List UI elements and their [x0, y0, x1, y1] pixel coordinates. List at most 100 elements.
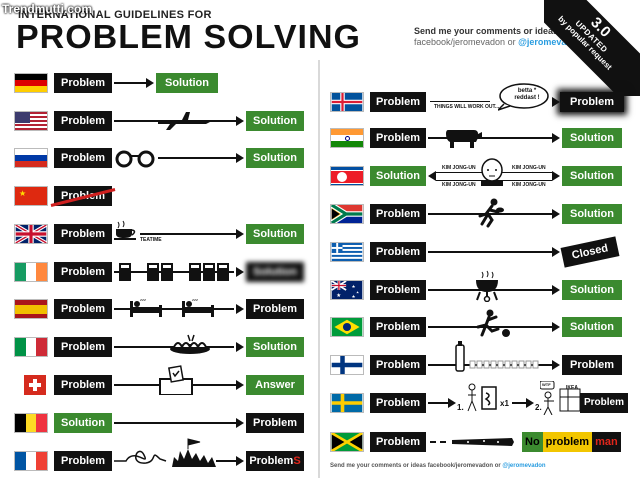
flow-line	[428, 402, 448, 404]
arrow-icon	[526, 398, 534, 408]
column-divider	[318, 60, 320, 478]
start-label: Solution	[54, 413, 112, 433]
end-label: Solution	[156, 73, 218, 93]
arrow-icon	[236, 380, 244, 390]
start-label: Solution	[370, 166, 426, 186]
end-label: Problem	[246, 299, 304, 319]
arrow-icon	[236, 153, 244, 163]
flag-jamaica	[330, 432, 364, 452]
start-label: Problem	[370, 128, 426, 148]
end-label-closed: Closed	[560, 236, 620, 268]
arrow-icon	[552, 285, 560, 295]
svg-text:zzz: zzz	[140, 297, 146, 302]
footer-handle[interactable]: @jeromevadon	[502, 463, 546, 469]
flag-ireland	[14, 262, 48, 282]
football-player-icon	[476, 309, 510, 337]
end-label: Solution	[246, 337, 304, 357]
row-belgium: Solution Problem	[14, 411, 314, 435]
flow-line	[114, 82, 146, 84]
svg-text:★: ★	[352, 294, 357, 299]
cow-icon	[446, 130, 482, 148]
end-label: Solution	[246, 148, 304, 168]
footer-or: or	[493, 463, 503, 469]
version-band: 3.0 UPDATED by popular request	[544, 0, 640, 96]
row-finland: Problem Problem	[330, 341, 630, 377]
flag-south-africa	[330, 204, 364, 224]
end-label-smoke: Problem	[560, 92, 624, 112]
handcuffs-icon	[115, 150, 155, 168]
barbecue-icon	[476, 270, 498, 302]
flag-germany	[14, 73, 48, 93]
flow-line	[428, 137, 552, 139]
arrow-icon	[236, 116, 244, 126]
arrow-icon	[552, 322, 560, 332]
flag-australia: ★ ★ ★ ★	[330, 280, 364, 300]
row-south-africa: Problem Solution	[330, 198, 630, 228]
tea-time-caption: TEATIME	[140, 237, 162, 243]
kim-caption-2: KIM JONG-UN	[442, 182, 476, 188]
row-usa: Problem Solution	[14, 109, 314, 133]
arrow-icon	[236, 342, 244, 352]
row-italy: Problem Solution	[14, 334, 314, 359]
beer-glasses-icon	[114, 263, 234, 281]
end-label: Problem	[246, 413, 304, 433]
flow-line	[428, 213, 552, 215]
problem-word: problem	[542, 432, 593, 452]
flag-usa	[14, 111, 48, 131]
footer: Send me your comments or ideas facebook/…	[330, 463, 546, 469]
arrow-left-icon	[428, 171, 436, 181]
siesta-bed-icon: zzz zzz	[114, 297, 234, 317]
flag-sweden	[330, 393, 364, 413]
start-label: Problem	[370, 242, 426, 262]
flag-north-korea	[330, 166, 364, 186]
arrow-icon	[236, 267, 244, 277]
watermark: Trendmutti.com	[2, 2, 93, 16]
flag-belgium	[14, 413, 48, 433]
start-label: Problem	[370, 280, 426, 300]
footer-site[interactable]: facebook/jeromevadon	[427, 463, 494, 469]
end-label: Solution	[562, 317, 622, 337]
no-word: No	[522, 432, 543, 452]
flag-italy	[14, 337, 48, 357]
flag-uk	[14, 224, 48, 244]
header: INTERNATIONAL GUIDELINES FOR PROBLEM SOL…	[0, 0, 640, 58]
end-label: Solution	[562, 128, 622, 148]
step-2: 2.	[535, 403, 542, 412]
arrow-icon	[552, 247, 560, 257]
arrow-icon	[552, 209, 560, 219]
version-corner: 3.0 UPDATED by popular request	[544, 0, 640, 96]
rugby-player-icon	[478, 198, 504, 228]
end-label: Solution	[562, 204, 622, 224]
start-label: Problem	[54, 299, 112, 319]
arrow-icon	[236, 304, 244, 314]
end-label: Answer	[246, 375, 304, 395]
end-label: Problem	[562, 355, 622, 375]
row-uk: Problem TEATIME Solution	[14, 220, 314, 246]
comments-handle[interactable]: @jeromevadon	[518, 37, 583, 47]
start-label: Problem	[370, 204, 426, 224]
man-word: man	[592, 432, 621, 452]
arrow-icon	[448, 398, 456, 408]
spaghetti-icon	[114, 334, 234, 354]
kim-caption-4: KIM JONG-UN	[512, 182, 546, 188]
start-label: Problem	[370, 393, 426, 413]
wtf-caption: WTF	[542, 382, 551, 387]
end-label: Solution	[246, 111, 304, 131]
svg-text:zzz: zzz	[192, 297, 198, 302]
svg-text:★: ★	[356, 291, 360, 295]
row-brazil: Problem Solution	[330, 309, 630, 339]
row-germany: Problem Solution	[14, 71, 314, 95]
row-switzerland: Problem Answer	[14, 365, 314, 397]
row-north-korea: Solution KIM JONG-UN KIM JONG-UN KIM JON…	[330, 158, 630, 188]
row-iceland: Problem THINGS WILL WORK OUT... betta * …	[330, 83, 630, 114]
step-1: 1.	[457, 403, 464, 412]
teacup-icon	[114, 220, 136, 240]
row-ireland: Problem Solution	[14, 260, 314, 284]
end-label: Problem	[580, 393, 628, 413]
comments-site[interactable]: facebook/jeromevadon	[414, 37, 506, 47]
flow-line	[158, 157, 236, 159]
flag-switzerland	[24, 375, 46, 395]
joint-smoke-icon	[430, 438, 514, 446]
step-count: x1	[500, 399, 509, 408]
